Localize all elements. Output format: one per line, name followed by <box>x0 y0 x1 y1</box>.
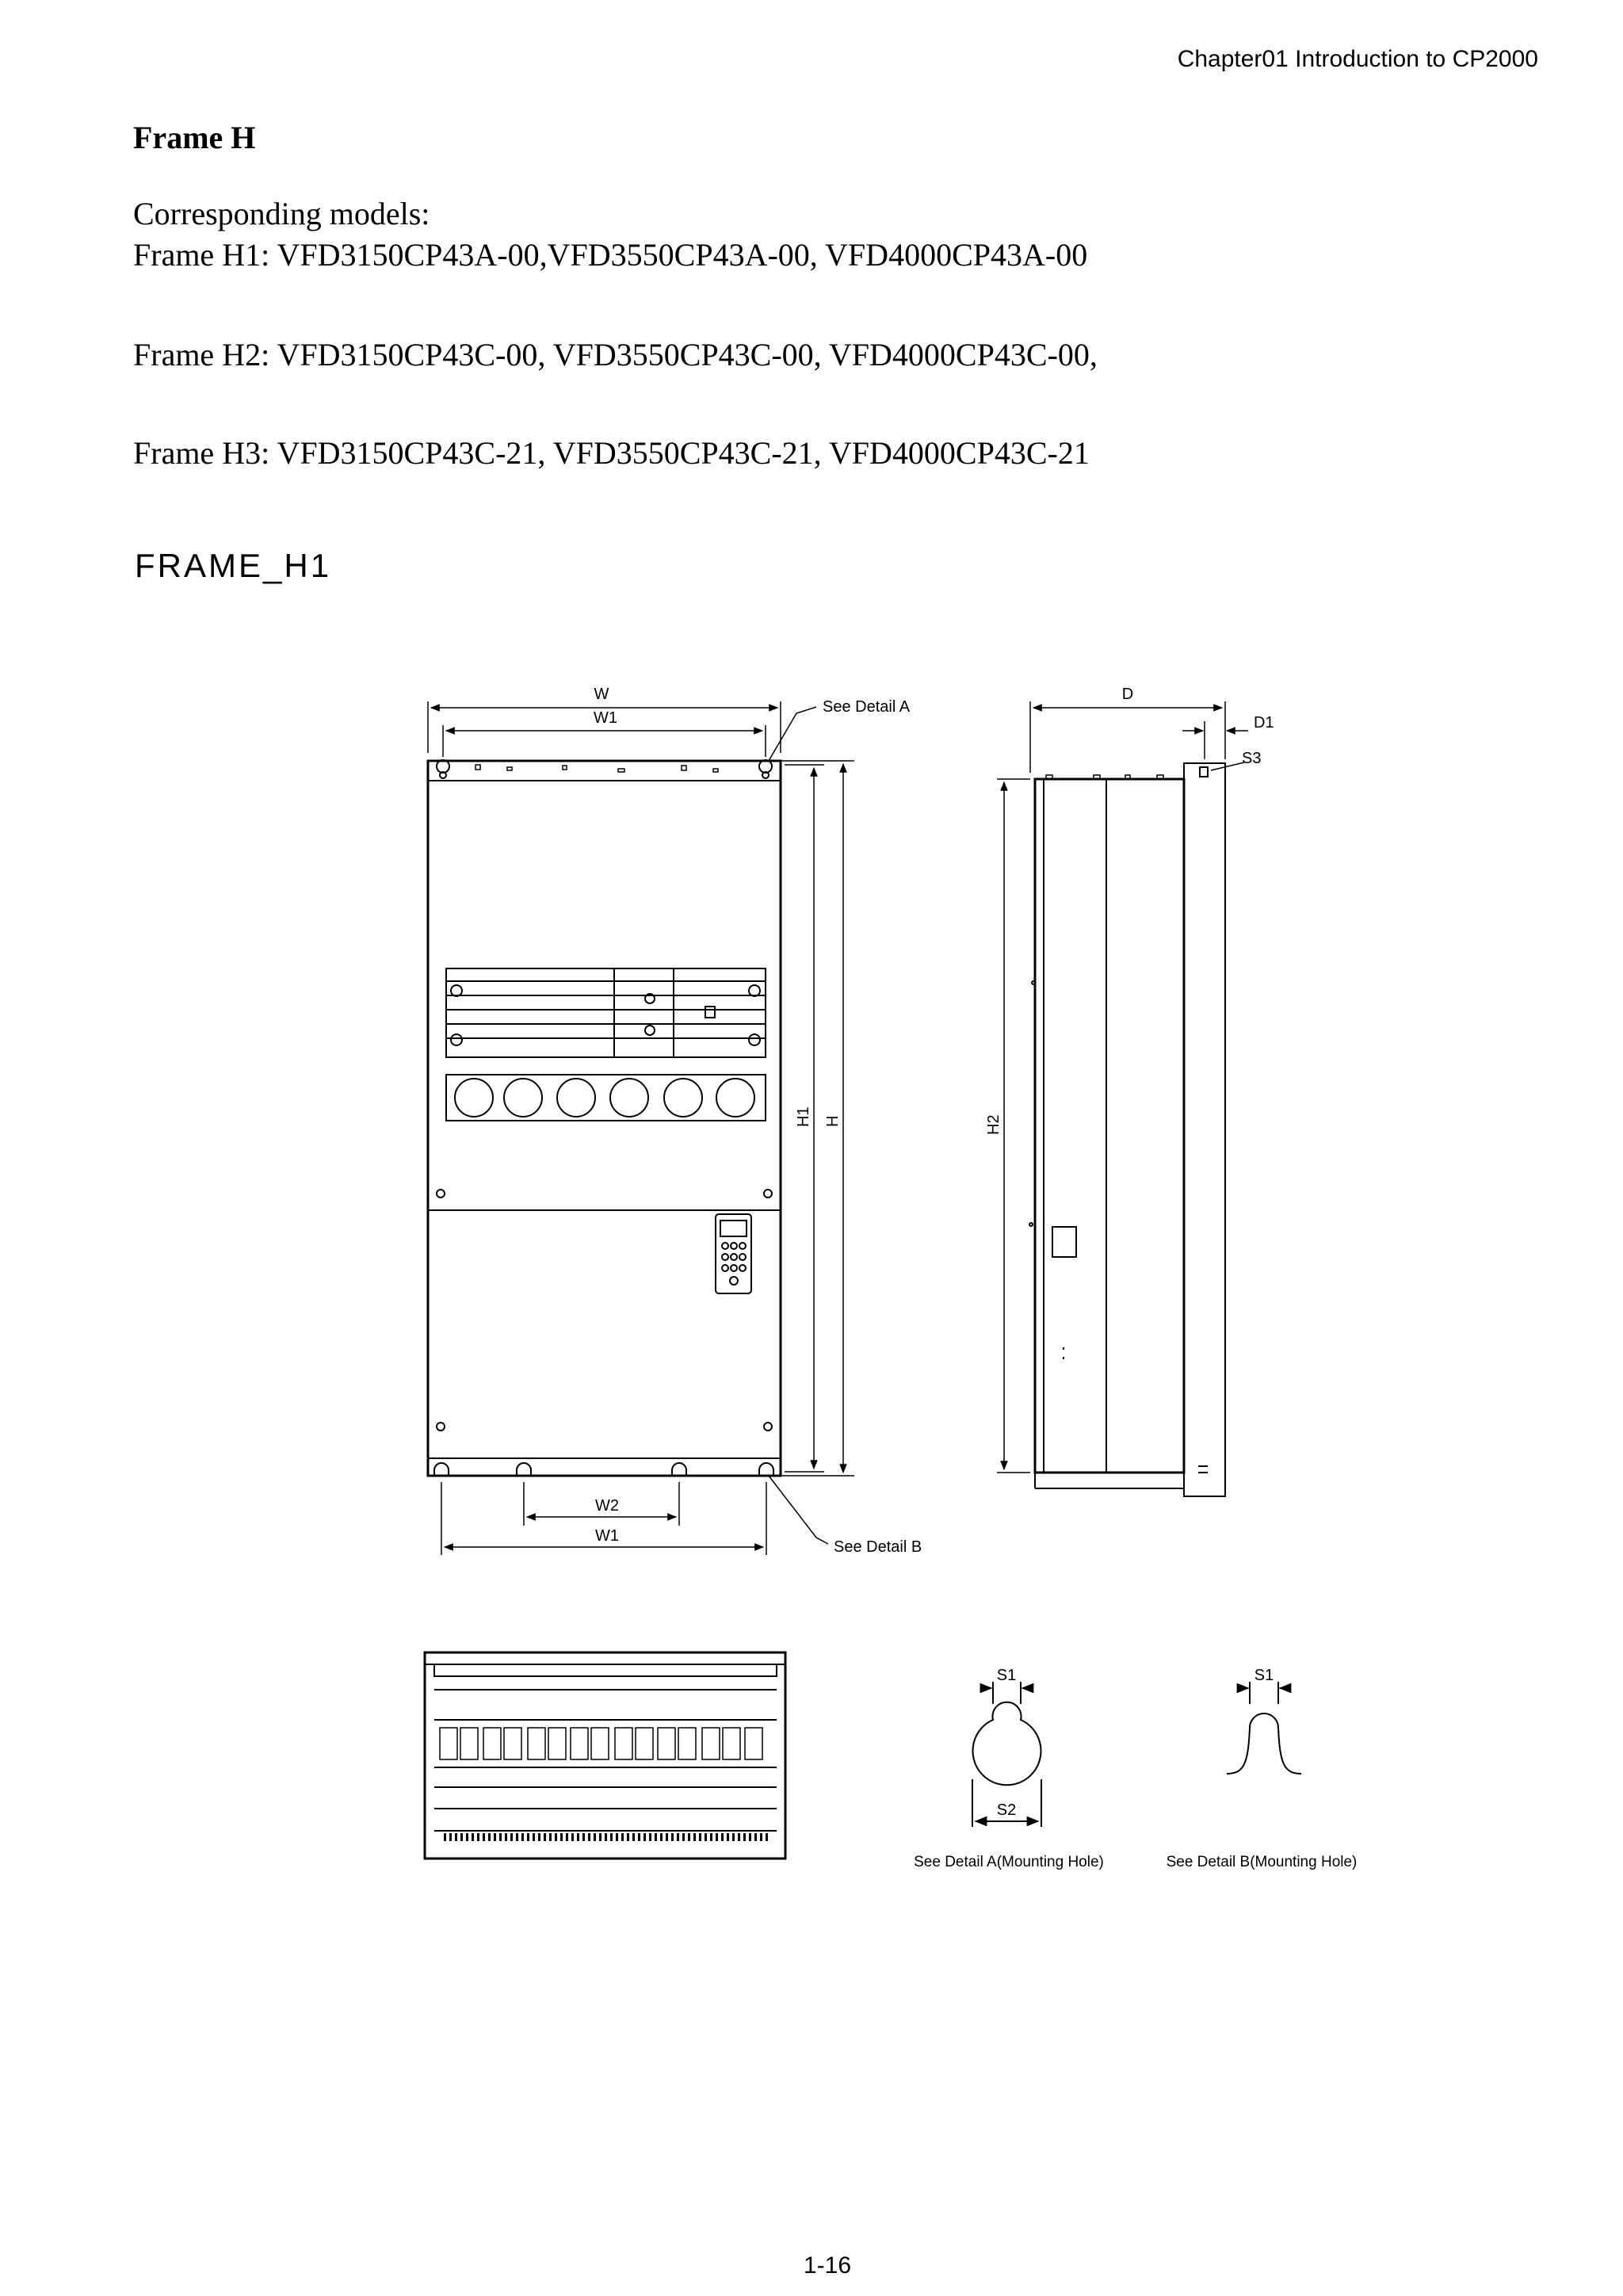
side-view <box>1029 762 1226 1497</box>
detail-a-caption: See Detail A(Mounting Hole) <box>914 1854 1104 1870</box>
model-line-h2: Frame H2: VFD3150CP43C-00, VFD3550CP43C-… <box>133 337 1098 372</box>
dim-label-w: W <box>594 686 609 703</box>
model-line-h1: Frame H1: VFD3150CP43A-00,VFD3550CP43A-0… <box>133 237 1088 273</box>
section-heading: Frame H <box>133 120 256 155</box>
vent-grille-upper <box>445 968 766 1058</box>
mounting-hole-top-left <box>436 759 450 779</box>
dim-label-w2: W2 <box>595 1497 619 1515</box>
models-intro: Corresponding models: <box>133 196 430 231</box>
detail-b-slot <box>1226 1682 1302 1775</box>
detail-b-caption: See Detail B(Mounting Hole) <box>1167 1854 1358 1870</box>
callout-detail-a: See Detail A <box>823 698 911 716</box>
front-view <box>426 759 782 1477</box>
dim-label-s1-a: S1 <box>997 1667 1016 1684</box>
chapter-header: Chapter01 Introduction to CP2000 <box>1177 46 1538 72</box>
model-line-h3: Frame H3: VFD3150CP43C-21, VFD3550CP43C-… <box>133 435 1090 471</box>
detail-a-keyhole <box>972 1682 1042 1827</box>
page-number: 1-16 <box>804 2252 852 2279</box>
callout-detail-b: See Detail B <box>834 1538 922 1556</box>
dim-label-h2: H2 <box>985 1114 1002 1135</box>
dim-label-h: H <box>824 1116 842 1127</box>
fan-row <box>445 1074 766 1121</box>
dim-label-s2: S2 <box>997 1801 1016 1819</box>
bottom-view <box>423 1651 787 1860</box>
dim-label-s3: S3 <box>1242 750 1261 767</box>
dim-label-d: D <box>1122 686 1133 703</box>
dim-label-h1: H1 <box>795 1106 812 1127</box>
dim-label-w1-top: W1 <box>594 709 617 727</box>
dim-label-s1-b: S1 <box>1254 1667 1274 1684</box>
mounting-hole-top-right <box>758 759 773 779</box>
mounting-hole-bottom-right <box>758 1462 774 1476</box>
frame-label: FRAME_H1 <box>135 547 332 584</box>
dim-label-d1: D1 <box>1254 714 1274 732</box>
dim-label-w1-bottom: W1 <box>595 1527 619 1545</box>
mounting-hole-bottom-left <box>433 1462 449 1476</box>
keypad-icon <box>715 1213 752 1294</box>
